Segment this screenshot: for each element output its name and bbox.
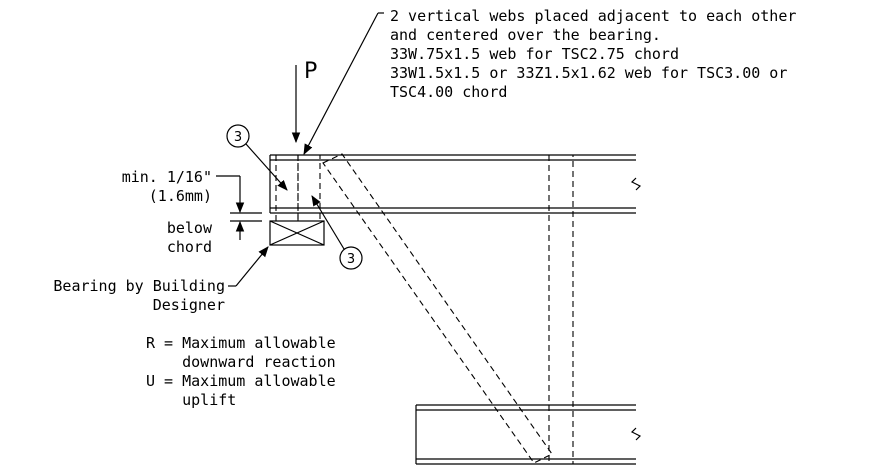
bearing-line-2: Designer	[153, 296, 225, 314]
bearing-plate	[269, 220, 325, 246]
clearance-note: min. 1/16" (1.6mm) below chord	[122, 168, 262, 256]
interior-vertical-web	[548, 154, 574, 465]
web-note-line-2: and centered over the bearing.	[390, 26, 661, 44]
web-note-line-3: 33W.75x1.5 web for TSC2.75 chord	[390, 45, 679, 63]
clearance-line-2: (1.6mm)	[149, 187, 212, 205]
clearance-line-4: chord	[167, 238, 212, 256]
legend: R = Maximum allowable downward reaction …	[146, 334, 336, 409]
clearance-line-3: below	[167, 219, 213, 237]
load-label: P	[304, 59, 317, 84]
bottom-chord	[415, 404, 642, 465]
callout-bottom-number: 3	[347, 252, 355, 267]
legend-line-1: R = Maximum allowable	[146, 334, 336, 352]
top-chord-break-icon	[630, 177, 642, 191]
bottom-chord-break-icon	[630, 427, 642, 441]
web-note: 2 vertical webs placed adjacent to each …	[303, 7, 796, 155]
end-vertical-webs	[275, 154, 321, 222]
callout-bottom: 3	[311, 195, 363, 270]
legend-line-4: uplift	[146, 391, 236, 409]
bearing-line-1: Bearing by Building	[53, 277, 225, 295]
web-note-leader	[303, 12, 379, 155]
legend-line-2: downward reaction	[146, 353, 336, 371]
clearance-line-1: min. 1/16"	[122, 168, 212, 186]
web-note-line-4: 33W1.5x1.5 or 33Z1.5x1.62 web for TSC3.0…	[390, 64, 787, 82]
bearing-note: Bearing by Building Designer	[53, 246, 269, 314]
top-chord	[269, 154, 642, 214]
callout-top: 3	[226, 124, 288, 191]
web-note-line-1: 2 vertical webs placed adjacent to each …	[390, 7, 796, 25]
load-arrow: P	[291, 59, 317, 144]
web-note-line-5: TSC4.00 chord	[390, 83, 507, 101]
callout-top-number: 3	[234, 130, 242, 145]
diagonal-web	[322, 153, 553, 464]
legend-line-3: U = Maximum allowable	[146, 372, 336, 390]
